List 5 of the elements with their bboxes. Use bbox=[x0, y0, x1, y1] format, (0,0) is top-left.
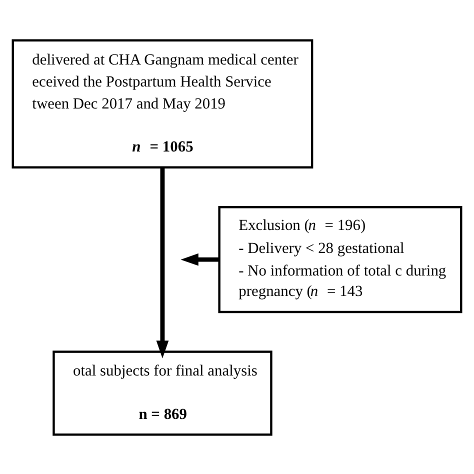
node-box: delivered at CHA Gangnam medical center eceived the Postpartum Health Service tween Dec 2017 and May 2019 n = 1065 bbox=[12, 38, 314, 168]
node-box: Exclusion (n = 196) - Delivery < 28 gestational - No information of total c during pregnancy (n = 143 bbox=[218, 206, 462, 313]
node-box: otal subjects for final analysis n = 869 bbox=[52, 350, 272, 436]
arrow bbox=[180, 252, 220, 266]
arrow bbox=[156, 167, 169, 358]
